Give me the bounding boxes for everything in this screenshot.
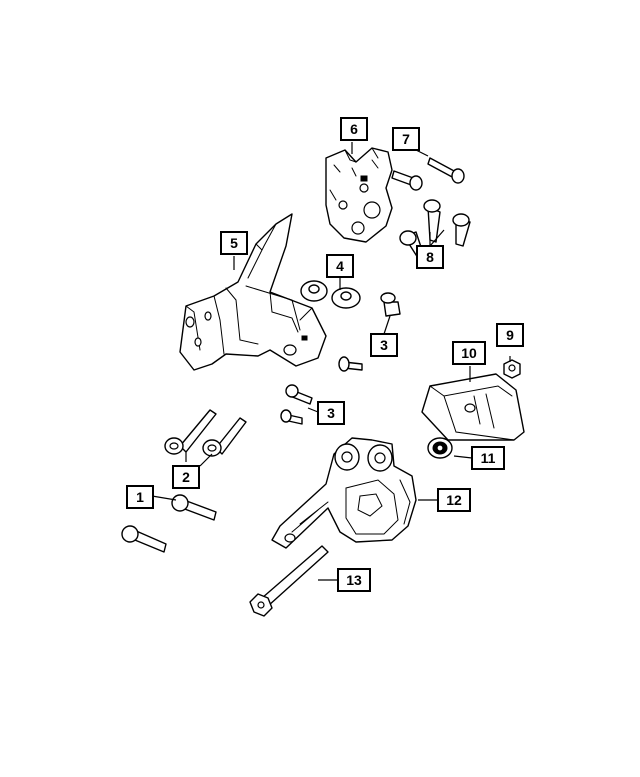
callout-8: 8 bbox=[416, 245, 444, 269]
callout-2: 2 bbox=[172, 465, 200, 489]
callout-11: 11 bbox=[471, 446, 505, 470]
part-8-bolt-a bbox=[423, 199, 441, 243]
part-7-bolt-b bbox=[391, 170, 423, 191]
callout-4-label: 4 bbox=[336, 258, 344, 274]
part-12-transmission-mount bbox=[271, 437, 417, 549]
part-4-washer-b bbox=[331, 287, 361, 309]
part-13-long-bolt bbox=[249, 545, 329, 617]
callout-11-label: 11 bbox=[481, 450, 496, 466]
part-5-mounting-bracket bbox=[179, 213, 327, 371]
callout-6-label: 6 bbox=[350, 121, 358, 137]
callout-10: 10 bbox=[452, 341, 486, 365]
callout-7-label: 7 bbox=[402, 131, 410, 147]
part-2-bolt-b bbox=[202, 417, 247, 457]
callout-5-label: 5 bbox=[230, 235, 238, 251]
callout-7: 7 bbox=[392, 127, 420, 151]
callout-9: 9 bbox=[496, 323, 524, 347]
part-10-shield-bracket bbox=[421, 373, 525, 441]
callout-12-label: 12 bbox=[446, 492, 462, 508]
callout-1: 1 bbox=[126, 485, 154, 509]
part-2-bolt-a bbox=[164, 409, 217, 455]
part-9-nut bbox=[503, 359, 521, 379]
callout-2-label: 2 bbox=[182, 469, 190, 485]
callout-13-label: 13 bbox=[346, 572, 362, 588]
part-11-flange-nut bbox=[427, 437, 453, 459]
callout-10-label: 10 bbox=[461, 345, 477, 361]
part-7-bolt-a bbox=[427, 157, 465, 184]
part-6-upper-bracket bbox=[325, 147, 393, 243]
callout-3-lower-label: 3 bbox=[327, 405, 335, 421]
part-3-bolt-a bbox=[380, 292, 401, 317]
part-3-bolt-c bbox=[285, 384, 313, 405]
callout-3-upper-label: 3 bbox=[380, 337, 388, 353]
part-4-washer-a bbox=[300, 280, 328, 302]
callout-6: 6 bbox=[340, 117, 368, 141]
part-8-bolt-b bbox=[452, 213, 471, 247]
callout-1-label: 1 bbox=[136, 489, 144, 505]
callout-4: 4 bbox=[326, 254, 354, 278]
callout-8-label: 8 bbox=[426, 249, 434, 265]
callout-5: 5 bbox=[220, 231, 248, 255]
part-3-bolt-b bbox=[338, 356, 363, 372]
part-1-bolt-b bbox=[121, 525, 167, 553]
callout-13: 13 bbox=[337, 568, 371, 592]
callout-3-upper: 3 bbox=[370, 333, 398, 357]
part-1-bolt-a bbox=[171, 494, 217, 521]
callout-3-lower: 3 bbox=[317, 401, 345, 425]
part-3-bolt-d bbox=[280, 409, 303, 425]
callout-9-label: 9 bbox=[506, 327, 514, 343]
callout-12: 12 bbox=[437, 488, 471, 512]
